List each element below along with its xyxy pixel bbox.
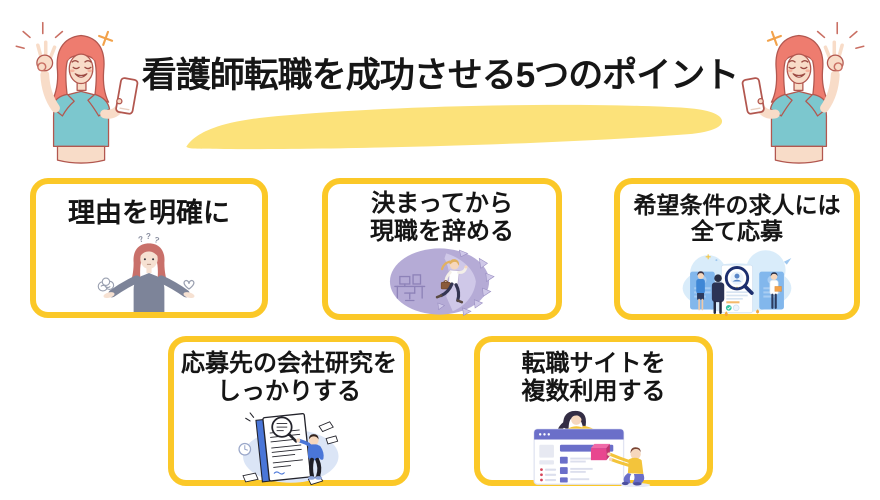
kneeling-man <box>607 447 651 488</box>
point-title-line: 全て応募 <box>691 218 783 245</box>
point-4-illustration <box>174 405 404 489</box>
point-title-line: 応募先の会社研究を <box>181 350 397 377</box>
leg-right <box>632 474 645 484</box>
torso <box>308 444 321 461</box>
point-5-illustration <box>480 405 707 488</box>
hair <box>449 259 460 266</box>
point-title-line: 決まってから <box>371 190 513 217</box>
bullet-rows <box>540 468 557 482</box>
sweater <box>133 272 165 312</box>
head <box>630 449 641 460</box>
head <box>308 435 319 446</box>
point-card-3: 希望条件の求人には 全て応募 <box>614 178 860 320</box>
hair <box>129 242 169 285</box>
ponytail <box>440 260 451 271</box>
briefcase-icon <box>440 280 451 290</box>
accents <box>705 254 792 317</box>
sidebar <box>539 444 557 482</box>
torso <box>627 457 644 475</box>
check-badge <box>725 304 732 311</box>
shoulders <box>566 426 586 430</box>
point-title-line: 希望条件の求人には <box>633 192 841 218</box>
point-title-line: 現職を辞める <box>370 217 514 245</box>
point-title-line: 理由を明確に <box>68 198 230 228</box>
svg-text:?: ? <box>137 234 145 244</box>
arm-right <box>157 274 190 297</box>
point-card-2: 決まってから 現職を辞める <box>322 178 562 320</box>
hand-right <box>183 291 195 298</box>
face <box>140 247 158 269</box>
heart-icon <box>183 279 195 290</box>
point-title-line: 複数利用する <box>521 377 666 405</box>
magnifier-icon <box>724 265 754 295</box>
neck <box>146 265 152 273</box>
browser-window <box>533 428 625 486</box>
running-person <box>435 259 468 304</box>
title-bar <box>534 429 624 440</box>
bangs <box>139 245 159 257</box>
point-2-title: 決まってから 現職を辞める <box>370 190 514 245</box>
hand-left <box>103 291 115 298</box>
researcher-person <box>296 434 324 480</box>
leg <box>309 458 314 478</box>
arm-left <box>108 274 141 297</box>
point-title-line: 転職サイトを <box>521 350 666 377</box>
man-with-folder <box>769 272 782 309</box>
point-5-title: 転職サイトを 複数利用する <box>522 350 666 405</box>
flying-papers <box>242 421 339 486</box>
question-marks: ? ? ? <box>137 232 160 245</box>
point-4-title: 応募先の会社研究を しっかりする <box>181 350 397 405</box>
leg <box>315 458 322 478</box>
hair <box>308 434 319 440</box>
point-1-title: 理由を明確に <box>68 198 230 229</box>
point-3-illustration <box>620 245 854 318</box>
point-3-title: 希望条件の求人には 全て応募 <box>634 192 841 245</box>
point-card-1: 理由を明確に ? ? ? <box>30 178 268 318</box>
svg-text:?: ? <box>146 232 151 241</box>
point-card-4: 応募先の会社研究を しっかりする <box>168 336 410 486</box>
hair-top <box>571 413 582 420</box>
arm-down <box>317 445 324 461</box>
face <box>571 414 582 426</box>
leg-left <box>623 473 632 484</box>
point-2-illustration <box>328 245 556 318</box>
motion-lines <box>245 412 255 422</box>
page-title: 看護師転職を成功させる5つのポイント <box>141 56 739 95</box>
man-recruiter-back <box>711 274 725 314</box>
clock-icon <box>238 443 252 456</box>
title-highlight-swoosh <box>182 97 728 153</box>
brain-icon <box>97 277 115 292</box>
hair <box>630 447 641 454</box>
point-1-illustration: ? ? ? <box>36 229 262 312</box>
point-title-line: しっかりする <box>217 377 361 405</box>
pink-cube <box>590 444 610 461</box>
leg-front <box>439 282 454 298</box>
leg-back <box>454 283 461 303</box>
woman-recruiter <box>696 271 705 311</box>
svg-text:?: ? <box>153 235 160 245</box>
point-card-5: 転職サイトを 複数利用する <box>474 336 713 488</box>
magnifier-icon <box>271 416 298 443</box>
wall-shards <box>437 249 495 317</box>
desk-icon <box>394 274 426 302</box>
